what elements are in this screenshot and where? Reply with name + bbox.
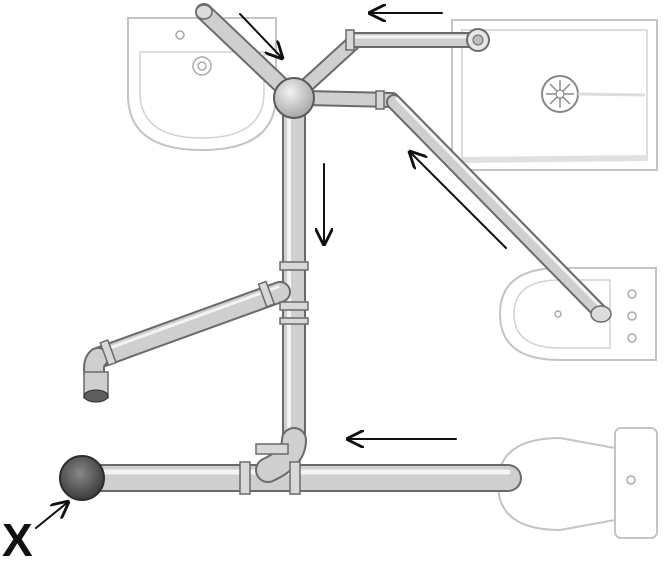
bidet-pipe xyxy=(298,90,612,323)
flow-arrow-washbasin xyxy=(239,13,282,58)
toilet xyxy=(496,427,658,539)
main-outlet xyxy=(59,455,105,501)
outlet-label: X xyxy=(2,514,33,562)
junction-hub xyxy=(273,77,315,119)
drain-pipe-network xyxy=(59,3,612,501)
washbasin xyxy=(127,17,277,152)
pipe-couplings xyxy=(99,29,385,495)
flow-arrows xyxy=(35,13,507,529)
stack-bend-pipe xyxy=(255,427,307,483)
left-branch-pipe xyxy=(83,281,291,403)
flow-arrow-outlet xyxy=(35,502,68,529)
flow-arrow-bidet xyxy=(410,152,507,249)
shower-drain-icon xyxy=(541,75,579,113)
washbasin-pipe xyxy=(195,3,291,95)
